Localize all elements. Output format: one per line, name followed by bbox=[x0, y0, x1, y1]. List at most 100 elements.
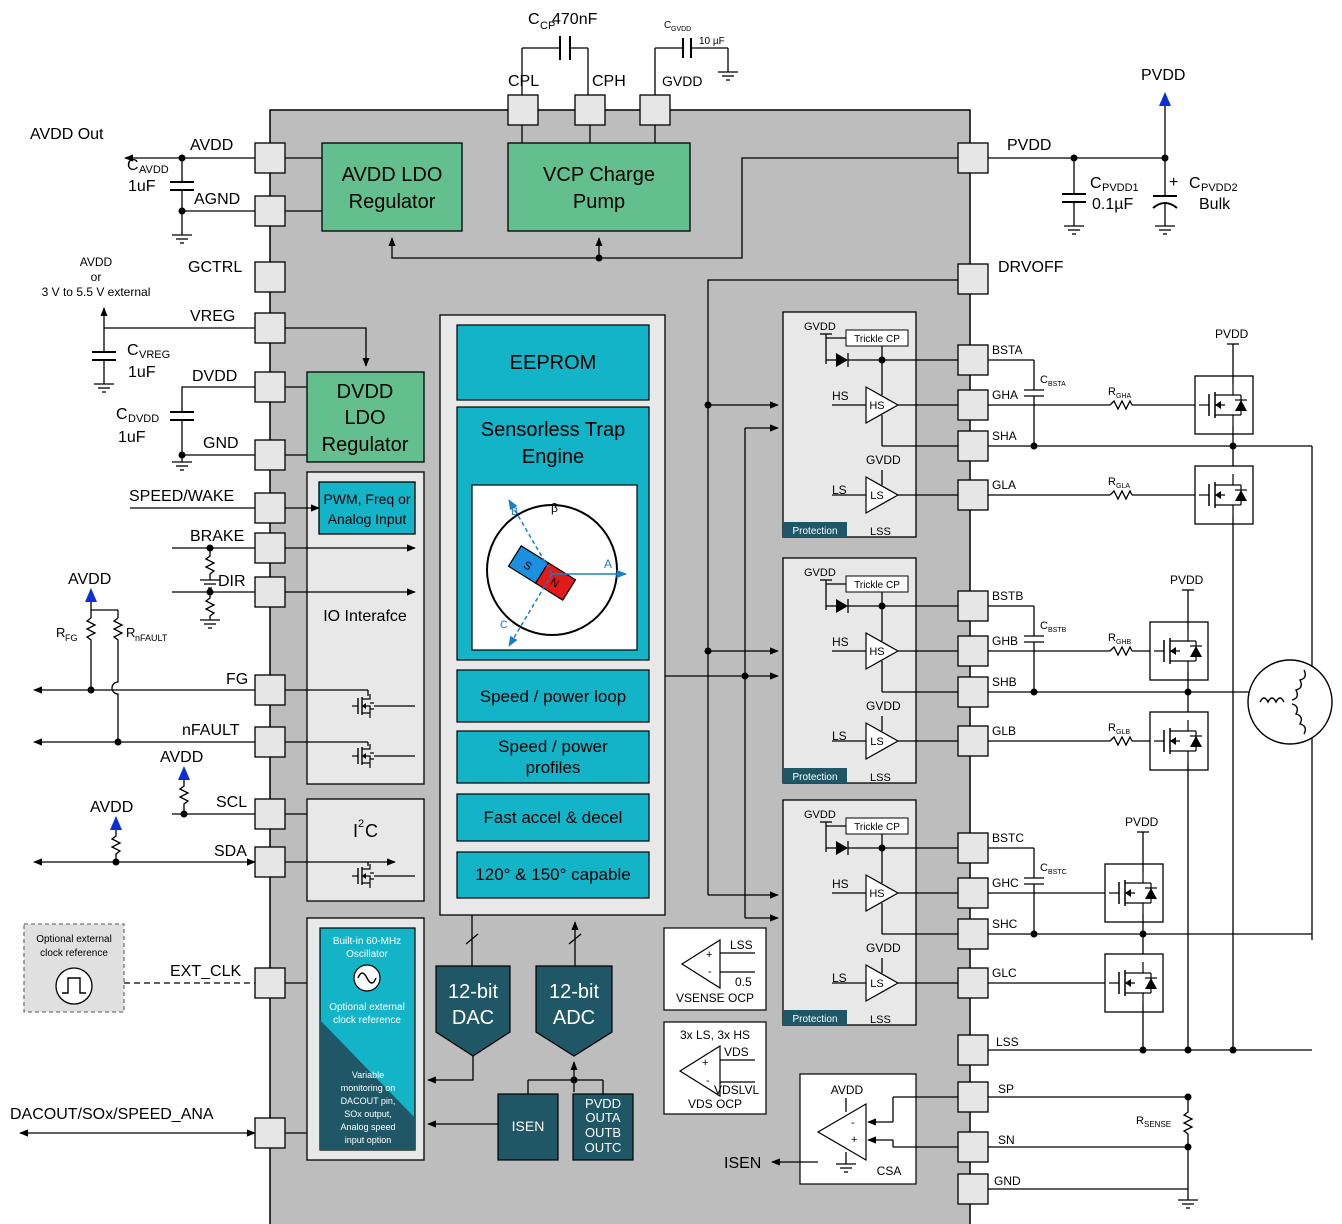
pin-dir: DIR bbox=[218, 573, 286, 608]
svg-text:BSTB: BSTB bbox=[1048, 627, 1067, 634]
pin-bstc: BSTC bbox=[957, 831, 1024, 864]
svg-text:AVDD: AVDD bbox=[139, 164, 169, 176]
svg-text:C: C bbox=[1040, 374, 1048, 386]
svg-text:SOx output,: SOx output, bbox=[344, 1109, 392, 1119]
svg-text:12-bit: 12-bit bbox=[448, 981, 498, 1003]
svg-text:profiles: profiles bbox=[526, 758, 581, 777]
svg-text:C: C bbox=[365, 821, 378, 841]
svg-text:Speed / power loop: Speed / power loop bbox=[480, 687, 627, 706]
pin-gctrl: GCTRL bbox=[188, 259, 286, 293]
svg-text:BSTC: BSTC bbox=[992, 831, 1024, 845]
svg-text:Variable: Variable bbox=[352, 1070, 384, 1080]
svg-text:Analog Input: Analog Input bbox=[328, 511, 407, 527]
svg-text:input option: input option bbox=[345, 1135, 392, 1145]
pin-speed-wake: SPEED/WAKE bbox=[129, 488, 286, 524]
svg-text:1uF: 1uF bbox=[118, 429, 146, 446]
cvreg-label: C VREG 1uF bbox=[127, 342, 170, 381]
svg-text:LSS: LSS bbox=[870, 1014, 891, 1026]
svg-text:1uF: 1uF bbox=[128, 364, 156, 381]
svg-text:10 µF: 10 µF bbox=[699, 36, 725, 47]
svg-text:DRVOFF: DRVOFF bbox=[998, 259, 1064, 276]
high-side-fet-c bbox=[1104, 863, 1164, 923]
svg-text:AVDD: AVDD bbox=[90, 799, 133, 816]
svg-text:0.1µF: 0.1µF bbox=[1092, 196, 1133, 213]
svg-text:SCL: SCL bbox=[216, 794, 247, 811]
cpvdd-labels: C PVDD1 0.1µF + C PVDD2 Bulk bbox=[1090, 174, 1238, 213]
svg-text:LSS: LSS bbox=[730, 938, 753, 952]
svg-text:PVDD2: PVDD2 bbox=[1201, 182, 1238, 194]
svg-text:HS: HS bbox=[869, 646, 884, 658]
svg-text:monitoring on: monitoring on bbox=[341, 1083, 396, 1093]
pin-sda: SDA bbox=[214, 843, 286, 878]
svg-text:AVDD: AVDD bbox=[190, 137, 233, 154]
pvdd-supply: PVDD bbox=[1141, 67, 1185, 158]
pin-sha: SHA bbox=[957, 429, 1017, 462]
svg-text:VREG: VREG bbox=[190, 308, 235, 325]
svg-text:LSS: LSS bbox=[870, 526, 891, 538]
svg-text:Built-in 60-MHz: Built-in 60-MHz bbox=[333, 936, 401, 947]
svg-text:PVDD: PVDD bbox=[1170, 573, 1204, 587]
svg-text:SHC: SHC bbox=[992, 917, 1018, 931]
svg-text:EXT_CLK: EXT_CLK bbox=[170, 963, 241, 980]
svg-text:FG: FG bbox=[226, 671, 248, 688]
svg-text:GHB: GHB bbox=[1116, 639, 1132, 646]
pin-sp: SP bbox=[957, 1081, 1014, 1113]
svg-text:LS: LS bbox=[832, 971, 847, 985]
svg-text:GHA: GHA bbox=[992, 388, 1018, 402]
svg-text:VCP Charge: VCP Charge bbox=[543, 164, 655, 186]
svg-text:C: C bbox=[127, 157, 139, 174]
svg-text:Bulk: Bulk bbox=[1199, 196, 1231, 213]
pin-sn: SN bbox=[957, 1131, 1015, 1163]
svg-text:GND: GND bbox=[994, 1174, 1021, 1188]
pin-shc: SHC bbox=[957, 917, 1018, 950]
optional-clock-box: Optional external clock reference bbox=[23, 923, 125, 1013]
svg-text:HS: HS bbox=[832, 635, 849, 649]
svg-text:Pump: Pump bbox=[573, 191, 625, 213]
isen-input-block: ISEN bbox=[497, 1093, 559, 1161]
svg-text:Protection: Protection bbox=[792, 526, 837, 537]
svg-text:AVDD: AVDD bbox=[68, 571, 111, 588]
svg-text:SDA: SDA bbox=[214, 843, 247, 860]
svg-text:BSTA: BSTA bbox=[992, 343, 1022, 357]
low-side-fet-c bbox=[1104, 953, 1164, 1013]
svg-text:BRAKE: BRAKE bbox=[190, 528, 244, 545]
svg-text:R: R bbox=[1108, 476, 1116, 488]
svg-text:LS: LS bbox=[870, 978, 883, 990]
gvdd-capacitor: C GVDD 10 µF bbox=[654, 20, 739, 95]
svg-text:+: + bbox=[1169, 174, 1178, 191]
sine-wave-icon bbox=[357, 972, 377, 984]
svg-text:GND: GND bbox=[203, 435, 239, 452]
svg-text:C: C bbox=[664, 20, 671, 31]
vsense-ocp-block: + - LSS 0.5 VSENSE OCP bbox=[663, 927, 767, 1011]
svg-text:Sensorless Trap: Sensorless Trap bbox=[481, 419, 626, 441]
svg-text:Speed / power: Speed / power bbox=[498, 737, 608, 756]
svg-text:PVDD: PVDD bbox=[1125, 815, 1159, 829]
svg-text:GCTRL: GCTRL bbox=[188, 259, 242, 276]
svg-text:HS: HS bbox=[832, 877, 849, 891]
svg-text:OUTB: OUTB bbox=[585, 1125, 621, 1140]
svg-text:AVDD: AVDD bbox=[160, 749, 203, 766]
svg-text:DIR: DIR bbox=[218, 573, 246, 590]
svg-text:C: C bbox=[500, 619, 508, 631]
svg-text:GLB: GLB bbox=[1116, 729, 1130, 736]
svg-text:GLA: GLA bbox=[1116, 483, 1130, 490]
svg-text:SHB: SHB bbox=[992, 675, 1017, 689]
isen-output-label: ISEN bbox=[724, 1155, 761, 1172]
svg-text:C: C bbox=[127, 342, 139, 359]
pin-bstb: BSTB bbox=[957, 589, 1023, 622]
svg-text:GVDD: GVDD bbox=[866, 453, 901, 467]
svg-text:VDS OCP: VDS OCP bbox=[688, 1097, 742, 1111]
svg-text:2: 2 bbox=[358, 818, 364, 830]
pin-avdd: AVDD bbox=[190, 137, 286, 174]
svg-text:LS: LS bbox=[870, 490, 883, 502]
svg-text:3x LS, 3x HS: 3x LS, 3x HS bbox=[680, 1028, 750, 1042]
svg-text:VDS: VDS bbox=[724, 1045, 749, 1059]
svg-text:12-bit: 12-bit bbox=[549, 981, 599, 1003]
svg-text:GVDD: GVDD bbox=[804, 567, 836, 579]
svg-text:GHC: GHC bbox=[992, 876, 1019, 890]
adc-inputs-block: PVDD OUTA OUTB OUTC bbox=[572, 1093, 634, 1161]
svg-text:120° & 150° capable: 120° & 150° capable bbox=[475, 865, 630, 884]
